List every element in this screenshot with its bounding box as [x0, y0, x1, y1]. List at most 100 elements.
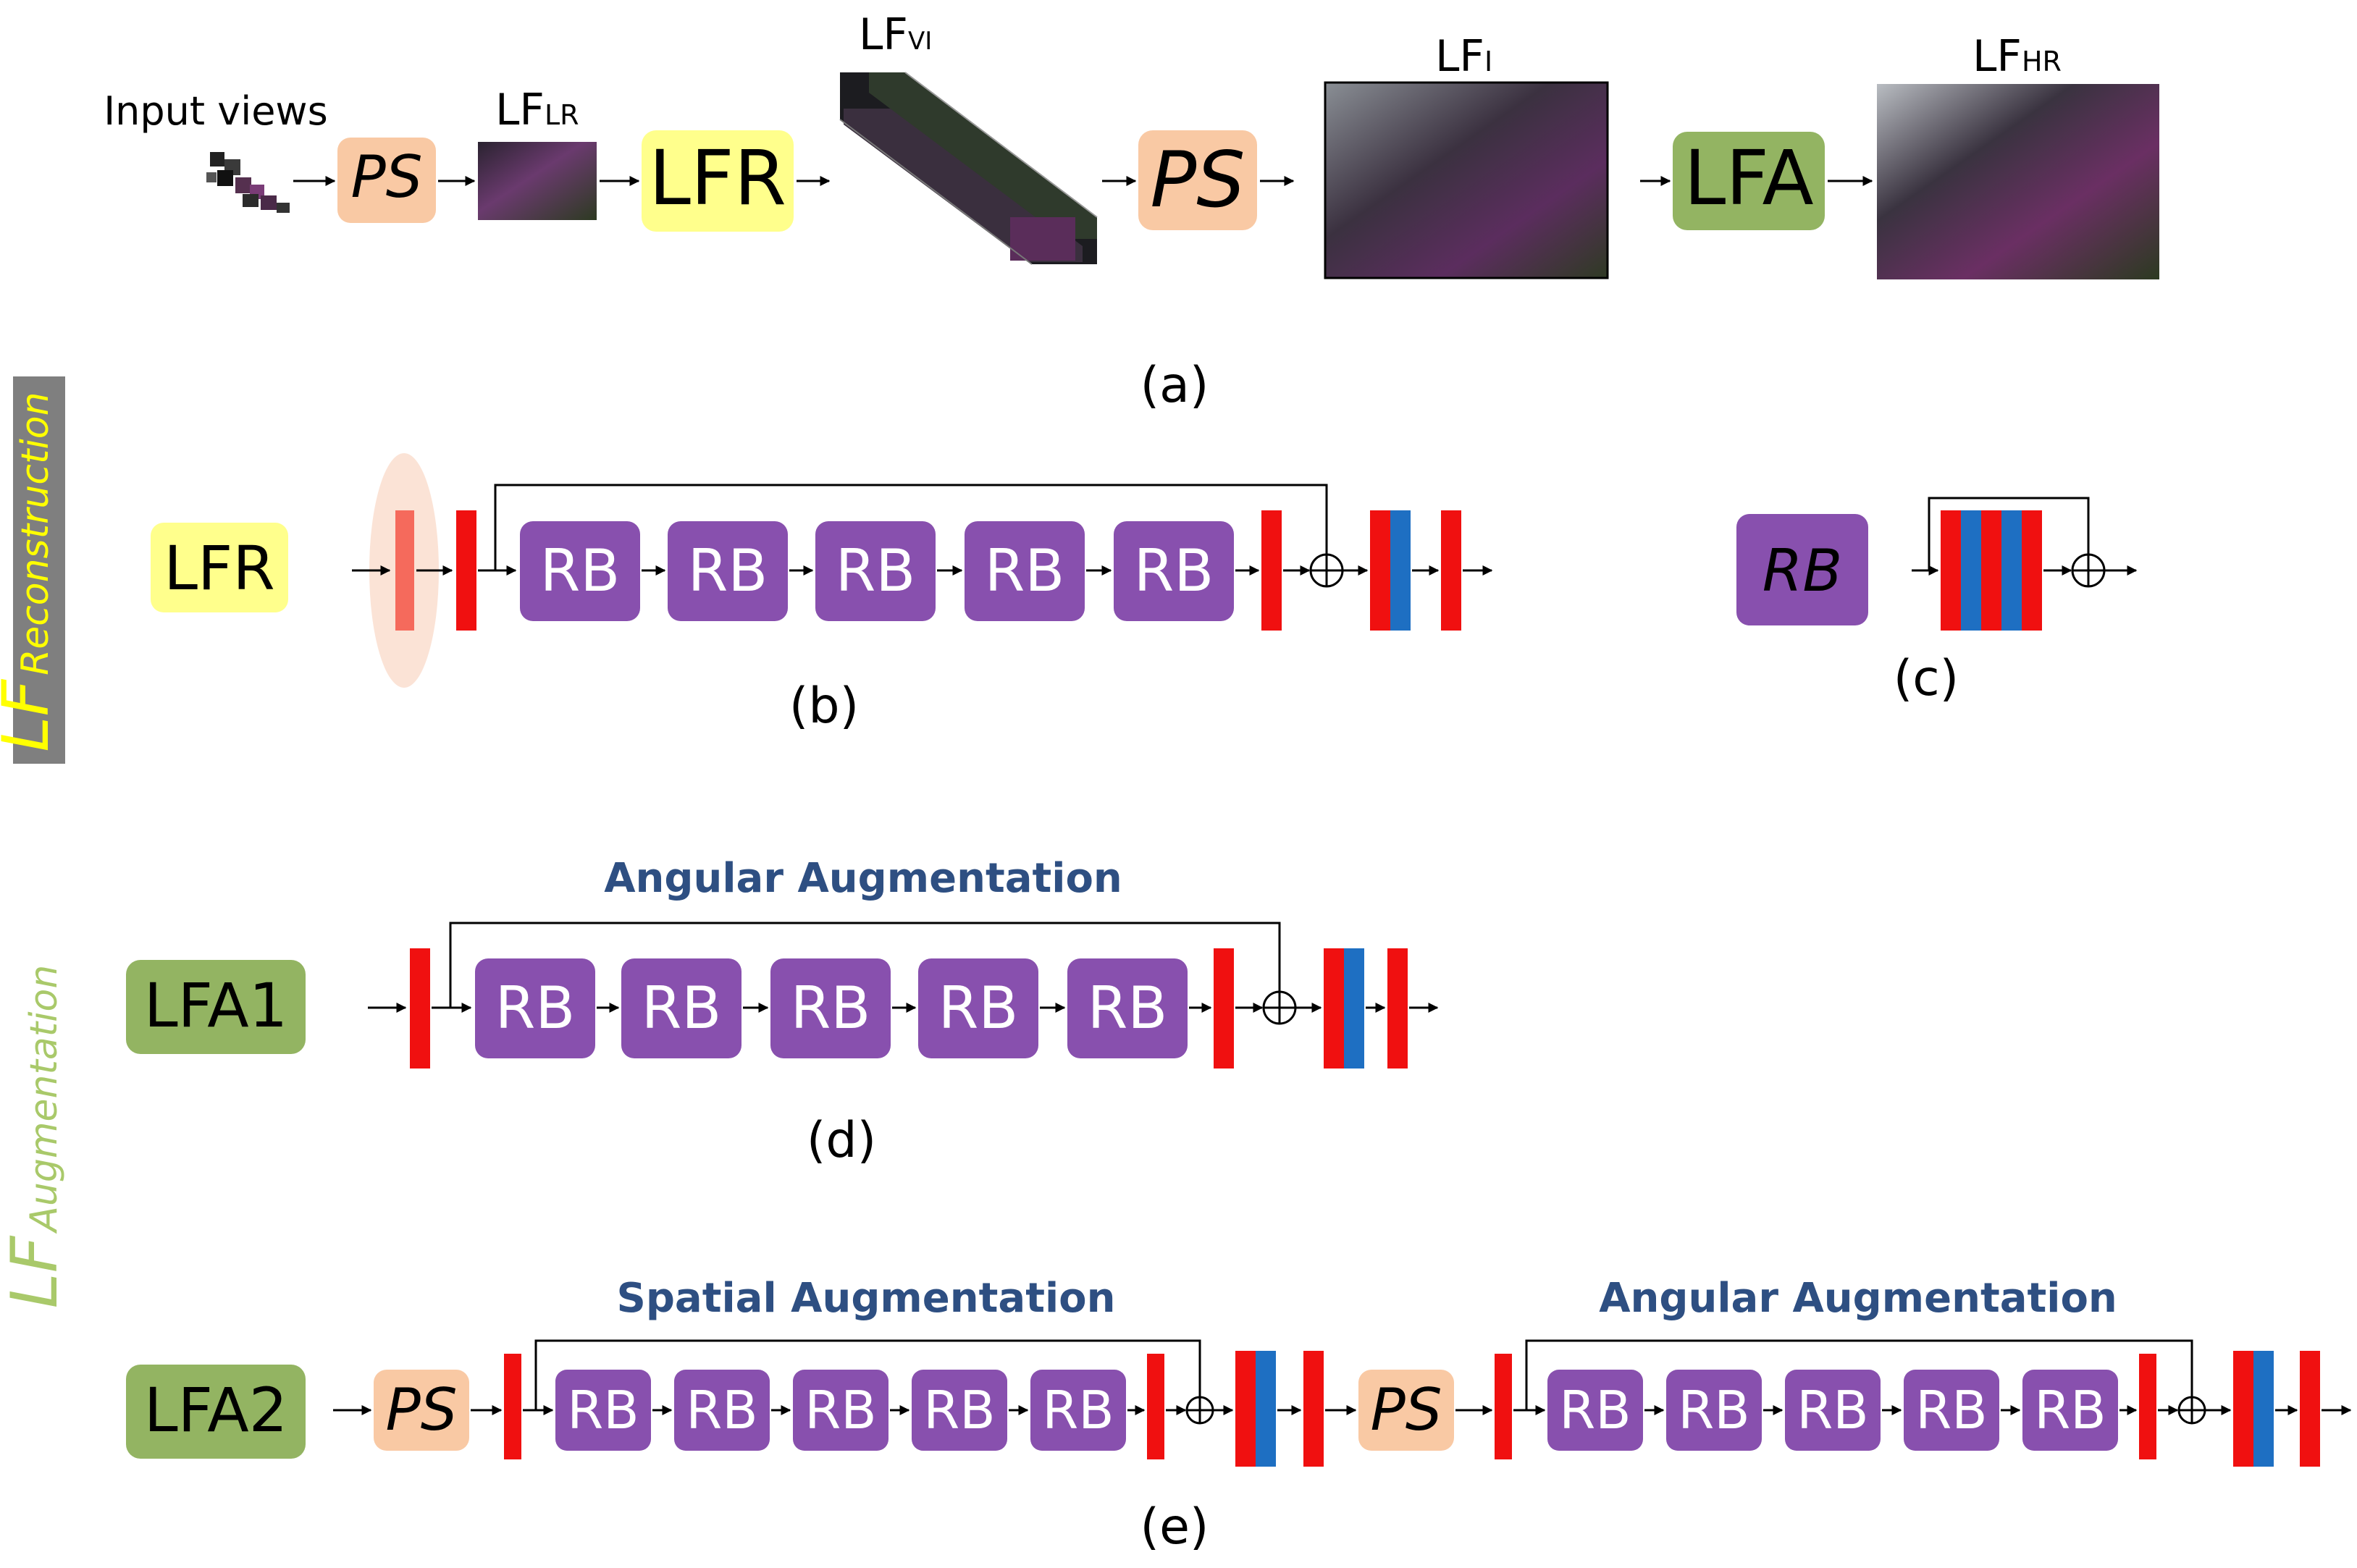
- rb-block-b-2: RB: [668, 521, 788, 621]
- rb-label-box: [1736, 514, 1868, 625]
- rb-block-e2-5: RB: [2022, 1370, 2118, 1451]
- rb-block-b-5: RB: [1114, 521, 1234, 621]
- rb-block-d-4: RB: [918, 958, 1038, 1058]
- svg-text:LFAugmentation: LFAugmentation: [0, 965, 72, 1309]
- lf-lr-label: LFLR: [495, 85, 579, 135]
- upsample-layer-e2: [2233, 1351, 2274, 1467]
- sum-node-b: [1309, 553, 1344, 588]
- lfa1-label-box: [126, 960, 306, 1054]
- sum-node-d: [1262, 990, 1297, 1025]
- rb-label-text: RB: [1763, 537, 1842, 604]
- upsample-layer-b: [1370, 510, 1411, 631]
- pipeline-ps-box-1: [337, 138, 436, 223]
- rb-block-b-4: RB: [965, 521, 1085, 621]
- pipeline-panel-a: Input views PS LFLR LFR LFVI: [104, 9, 2159, 414]
- svg-text:RB: RB: [985, 537, 1064, 604]
- svg-text:RB: RB: [1678, 1380, 1749, 1441]
- side-aug-main: LF: [0, 1235, 72, 1308]
- svg-text:RB: RB: [1915, 1380, 1987, 1441]
- svg-text:RB: RB: [791, 974, 870, 1042]
- svg-text:RB: RB: [642, 974, 721, 1042]
- lfa2-ps-box-1: [374, 1370, 469, 1451]
- pipeline-lfr-label: LFR: [649, 134, 786, 222]
- lf-vi-image-stack: [839, 72, 1098, 265]
- svg-text:RB: RB: [1559, 1380, 1631, 1441]
- rb-block-e2-1: RB: [1547, 1370, 1643, 1451]
- lfa1-label-text: LFA1: [144, 970, 287, 1041]
- svg-text:RB: RB: [938, 974, 1018, 1042]
- residual-block-layers: [1941, 510, 2042, 631]
- caption-c: (c): [1894, 650, 1959, 707]
- conv-layer-b-3: [1441, 510, 1461, 631]
- conv-layer-d-2: [1214, 948, 1234, 1068]
- rb-block-e2-4: RB: [1904, 1370, 1999, 1451]
- conv-layer-e-1: [504, 1354, 521, 1459]
- svg-text:RB: RB: [1088, 974, 1167, 1042]
- svg-text:RB: RB: [688, 537, 768, 604]
- lf-lr-image: [478, 142, 597, 220]
- side-aug-sub: Augmentation: [22, 965, 66, 1234]
- svg-text:RB: RB: [923, 1380, 995, 1441]
- panel-c-rb: RB (c): [1736, 497, 2138, 707]
- conv-layer-b-2: [1261, 510, 1282, 631]
- svg-text:RB: RB: [540, 537, 620, 604]
- svg-text:RB: RB: [567, 1380, 639, 1441]
- lfr-label-text: LFR: [164, 533, 274, 604]
- rb-block-d-3: RB: [770, 958, 891, 1058]
- angular-augmentation-title-d: Angular Augmentation: [604, 855, 1122, 902]
- sum-node-c: [2071, 553, 2106, 588]
- lfr-label-box: [151, 523, 288, 612]
- svg-text:RB: RB: [1797, 1380, 1868, 1441]
- rb-block-e1-2: RB: [674, 1370, 770, 1451]
- lfa2-ps-label-2: PS: [1370, 1376, 1442, 1443]
- svg-text:RB: RB: [686, 1380, 757, 1441]
- svg-text:RB: RB: [804, 1380, 876, 1441]
- conv-layer-e-3: [1303, 1351, 1324, 1467]
- caption-b: (b): [789, 678, 859, 735]
- side-label-reconstruction: LFReconstruction: [0, 376, 65, 764]
- side-recon-main: LF: [0, 679, 63, 752]
- rb-block-d-2: RB: [621, 958, 741, 1058]
- angular-augmentation-title-e: Angular Augmentation: [1599, 1275, 2117, 1322]
- spatial-augmentation-title-e: Spatial Augmentation: [616, 1275, 1115, 1322]
- conv-layer-b-1: [456, 510, 476, 631]
- upsample-layer-e1: [1235, 1351, 1276, 1467]
- panel-b-lfr: LFR RB RB RB RB RB (b): [151, 453, 1493, 735]
- rb-block-e2-2: RB: [1666, 1370, 1762, 1451]
- conv-layer-e-6: [2300, 1351, 2320, 1467]
- rb-block-b-3: RB: [815, 521, 936, 621]
- svg-text:RB: RB: [2034, 1380, 2106, 1441]
- lfa2-label-box: [126, 1365, 306, 1459]
- lf-i-label: LFI: [1435, 31, 1492, 82]
- rb-block-e1-1: RB: [555, 1370, 651, 1451]
- panel-e-lfa2: Spatial Augmentation Angular Augmentatio…: [126, 1275, 2352, 1556]
- panel-d-lfa1: Angular Augmentation LFA1 RB RB RB RB RB: [126, 855, 1439, 1169]
- pipeline-lfa-label: LFA: [1684, 134, 1813, 222]
- sum-node-e1: [1185, 1396, 1214, 1425]
- rb-block-b-1: RB: [520, 521, 640, 621]
- svg-text:LFReconstruction: LFReconstruction: [0, 392, 63, 751]
- lf-vi-label: LFVI: [859, 9, 932, 60]
- rb-block-d-1: RB: [475, 958, 595, 1058]
- conv-layer-d-1: [410, 948, 430, 1068]
- lf-hr-image: [1877, 84, 2159, 279]
- side-recon-sub: Reconstruction: [14, 392, 57, 675]
- pipeline-lfr-box: [642, 130, 794, 232]
- pipeline-ps-box-2: [1138, 130, 1257, 230]
- rb-block-e1-4: RB: [912, 1370, 1007, 1451]
- input-views-image: [206, 152, 290, 213]
- lfa2-label-text: LFA2: [144, 1375, 287, 1446]
- rb-block-e2-3: RB: [1785, 1370, 1881, 1451]
- svg-text:RB: RB: [1134, 537, 1214, 604]
- lf-hr-label: LFHR: [1972, 31, 2062, 82]
- lf-i-image: [1324, 81, 1609, 279]
- caption-a: (a): [1140, 357, 1209, 414]
- lfa2-ps-box-2: [1358, 1370, 1454, 1451]
- conv-layer-e-2: [1147, 1354, 1164, 1459]
- input-views-label: Input views: [104, 88, 327, 134]
- faded-conv-layer: [395, 510, 414, 631]
- sum-node-e2: [2177, 1396, 2206, 1425]
- rb-block-e1-5: RB: [1030, 1370, 1126, 1451]
- rb-block-e1-3: RB: [793, 1370, 888, 1451]
